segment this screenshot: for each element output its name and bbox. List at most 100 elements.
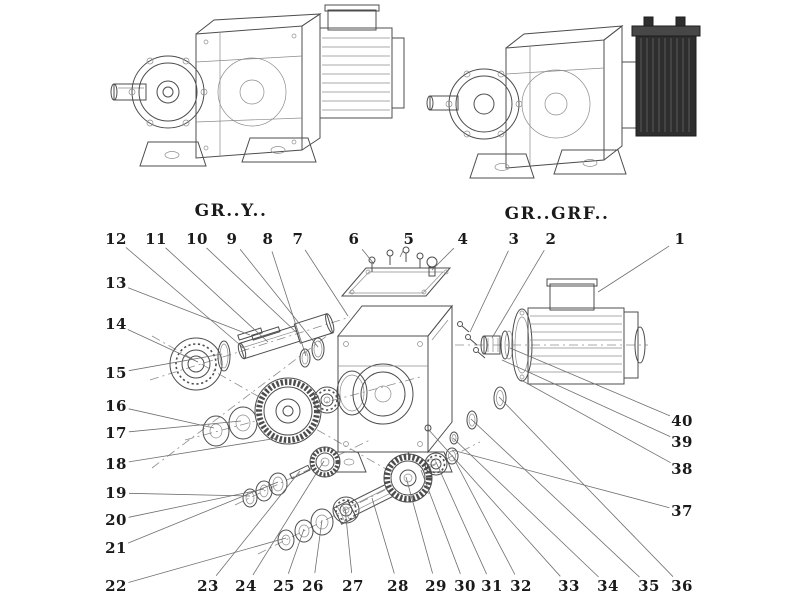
output-gear — [383, 453, 433, 503]
gear-housing-b — [505, 24, 624, 169]
leader-line-8 — [271, 251, 307, 357]
callout-36: 36 — [671, 577, 693, 595]
output-flange-a — [128, 55, 208, 129]
eye-bolt — [426, 256, 438, 277]
leader-line-17 — [128, 420, 242, 433]
callout-18: 18 — [105, 455, 127, 473]
seal-ring-1 — [311, 337, 325, 361]
leader-line-26 — [314, 519, 323, 574]
leader-line-4 — [431, 247, 455, 271]
callout-9: 9 — [226, 230, 238, 248]
leader-line-30 — [420, 469, 461, 574]
leader-line-40 — [509, 347, 671, 417]
shaft-key — [237, 327, 263, 341]
exploded-view — [149, 246, 648, 555]
leader-line-2 — [491, 249, 545, 339]
terminal-box-a — [327, 9, 377, 31]
assembled-unit-gr-grf — [426, 16, 701, 179]
callout-31: 31 — [481, 577, 503, 595]
mounting-feet-b — [469, 149, 627, 179]
leader-line-32 — [451, 454, 516, 575]
housing-bolt — [424, 424, 432, 438]
leader-line-25 — [287, 528, 305, 574]
leader-line-39 — [501, 359, 671, 437]
leader-line-28 — [371, 497, 395, 574]
pinion-gear — [309, 446, 341, 478]
callout-11: 11 — [145, 230, 167, 248]
leader-line-33 — [427, 428, 561, 577]
callout-3: 3 — [508, 230, 520, 248]
callout-28: 28 — [387, 577, 409, 595]
cover-bolts — [368, 246, 424, 272]
leader-line-27 — [344, 507, 353, 574]
side-ring-1 — [466, 410, 478, 430]
leader-line-22 — [128, 537, 287, 583]
electric-motor — [511, 278, 646, 385]
callout-39: 39 — [671, 433, 693, 451]
spacer-washer-1 — [202, 415, 230, 447]
callout-29: 29 — [425, 577, 447, 595]
side-ring-2 — [493, 386, 507, 410]
callout-37: 37 — [671, 502, 693, 520]
output-bearing-2 — [424, 452, 448, 476]
callout-26: 26 — [302, 577, 324, 595]
callout-22: 22 — [105, 577, 127, 595]
callout-40: 40 — [671, 412, 693, 430]
input-pinion — [480, 335, 501, 355]
callout-14: 14 — [105, 315, 127, 333]
leader-line-10 — [206, 247, 297, 333]
leader-line-35 — [470, 418, 640, 578]
washer-mid — [294, 519, 314, 543]
leader-line-38 — [520, 379, 671, 464]
callout-19: 19 — [105, 484, 127, 502]
leader-line-23 — [215, 470, 301, 577]
large-gear — [254, 377, 322, 445]
leader-line-24 — [252, 460, 325, 576]
callout-27: 27 — [342, 577, 364, 595]
callout-16: 16 — [105, 397, 127, 415]
leader-line-5 — [399, 250, 404, 258]
inspection-cover — [340, 267, 452, 297]
label-gr-y: GR..Y.. — [194, 201, 268, 221]
compact-motor-b — [631, 16, 701, 137]
leader-line-34 — [452, 437, 599, 578]
callout-24: 24 — [235, 577, 257, 595]
output-ring — [445, 447, 459, 465]
leader-line-21 — [127, 481, 279, 544]
leader-line-1 — [597, 245, 670, 293]
motor-spacer-ring — [500, 330, 514, 360]
leader-line-36 — [498, 396, 674, 577]
leader-line-31 — [435, 461, 487, 575]
leader-line-6 — [361, 248, 375, 265]
leader-line-12 — [125, 247, 247, 351]
leader-line-14 — [127, 329, 199, 363]
bore-ring — [336, 370, 368, 416]
callout-30: 30 — [454, 577, 476, 595]
leader-line-3 — [469, 250, 509, 333]
leader-line-18 — [128, 437, 279, 463]
output-flange-b — [445, 68, 523, 140]
retaining-ring — [217, 340, 231, 372]
callout-2: 2 — [545, 230, 557, 248]
motor-a — [319, 4, 405, 119]
callout-13: 13 — [105, 274, 127, 292]
callout-8: 8 — [262, 230, 274, 248]
washer-large — [310, 508, 334, 536]
callout-10: 10 — [186, 230, 208, 248]
callout-17: 17 — [105, 424, 127, 442]
callout-5: 5 — [403, 230, 415, 248]
output-shaft-b — [426, 95, 459, 111]
callout-7: 7 — [292, 230, 304, 248]
callout-21: 21 — [105, 539, 127, 557]
callout-20: 20 — [105, 511, 127, 529]
gearbox-housing — [327, 304, 454, 473]
leader-line-19 — [128, 492, 251, 497]
callout-35: 35 — [638, 577, 660, 595]
mounting-feet-a — [139, 137, 317, 167]
callout-38: 38 — [671, 460, 693, 478]
callout-34: 34 — [597, 577, 619, 595]
callout-32: 32 — [510, 577, 532, 595]
